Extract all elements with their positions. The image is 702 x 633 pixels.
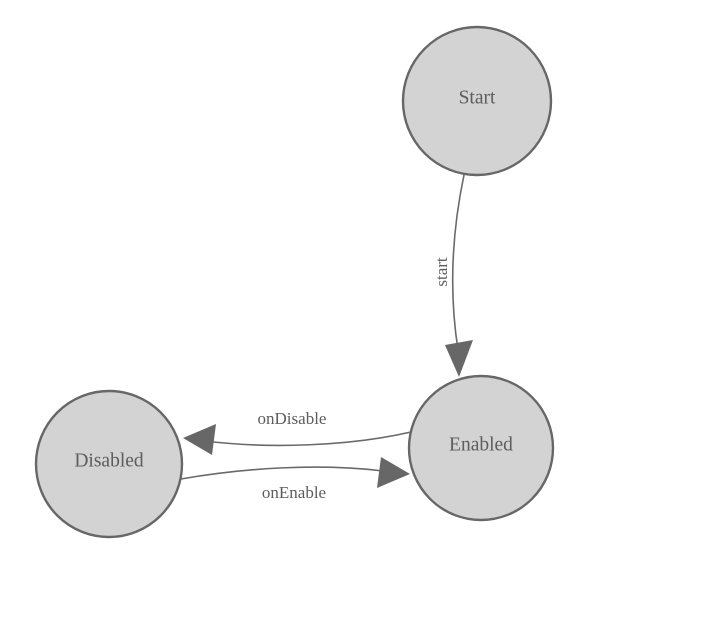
node-enabled-circle[interactable] <box>407 374 555 522</box>
edge-enabled-to-disabled-arrowhead <box>183 424 216 455</box>
node-start-label: Start <box>459 87 496 108</box>
edge-start-to-enabled[interactable]: start <box>432 174 473 377</box>
edge-disabled-to-enabled-arrowhead <box>377 457 410 488</box>
node-enabled-label: Enabled <box>449 434 513 455</box>
edge-label-start: start <box>432 257 451 287</box>
node-disabled[interactable]: Disabled <box>34 389 184 539</box>
edge-start-to-enabled-arrowhead <box>445 340 473 377</box>
edge-start-to-enabled-line <box>452 174 465 351</box>
node-disabled-label: Disabled <box>74 450 144 471</box>
node-disabled-circle[interactable] <box>34 389 184 539</box>
edge-enabled-to-disabled-line <box>204 431 412 447</box>
node-start[interactable]: Start <box>401 25 553 177</box>
edge-enabled-to-disabled[interactable]: onDisable <box>183 409 412 455</box>
node-start-circle[interactable] <box>401 25 553 177</box>
edge-label-onenable: onEnable <box>262 483 326 502</box>
edge-disabled-to-enabled-line <box>180 466 384 480</box>
edge-disabled-to-enabled[interactable]: onEnable <box>180 457 410 502</box>
node-enabled[interactable]: Enabled <box>407 374 555 522</box>
edge-label-ondisable: onDisable <box>258 409 327 428</box>
